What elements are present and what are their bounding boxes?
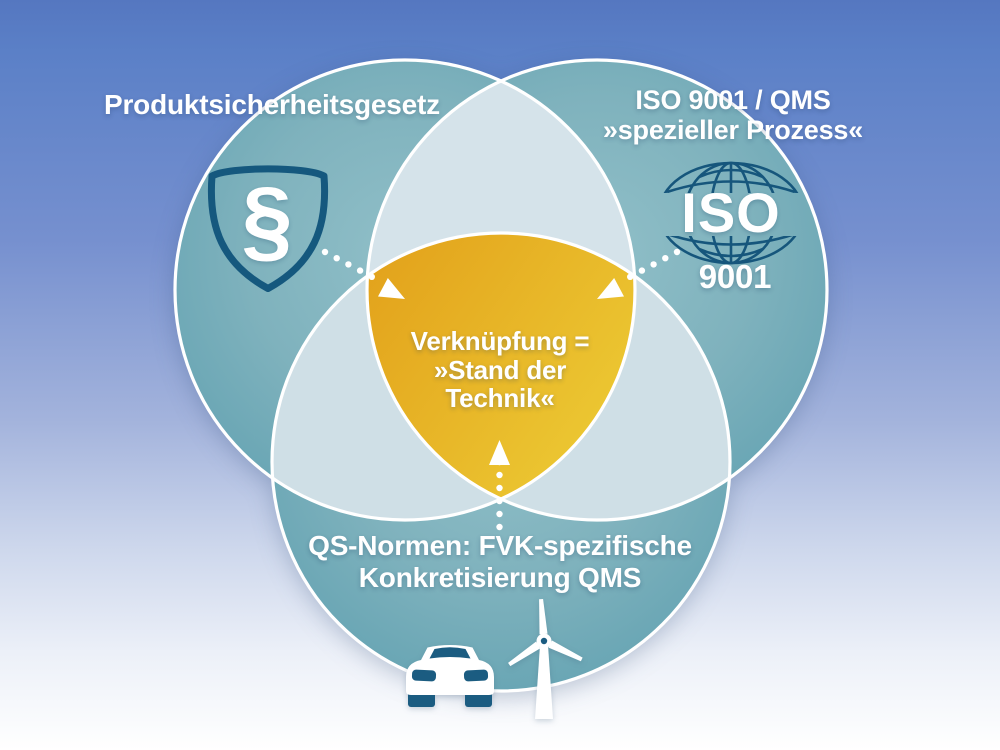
label-center-line3: Technik« (445, 383, 555, 413)
label-center-line2: »Stand der (433, 354, 567, 385)
circle-outlines (173, 58, 829, 693)
label-iso-qms: ISO 9001 / QMS »spezieller Prozess« (548, 85, 918, 145)
shield-icon (207, 165, 329, 292)
label-iso-qms-line2: »spezieller Prozess« (602, 115, 864, 145)
label-qs-norms-line2: Konkretisierung QMS (358, 562, 642, 593)
label-qs-norms-line1: QS-Normen: FVK-spezifische (308, 530, 692, 561)
iso-logo-text: ISO (681, 181, 781, 244)
label-product-safety-law: Produktsicherheitsgesetz (104, 89, 440, 120)
center-region (367, 233, 635, 520)
dotted-arrow-bottom (489, 440, 510, 531)
paragraph-symbol: § (241, 169, 293, 271)
mobility-icons (406, 598, 583, 719)
car-icon (406, 645, 494, 707)
iso-9001-globe-icon (657, 161, 805, 265)
dotted-arrow-right (597, 248, 681, 299)
label-iso-qms-line1: ISO 9001 / QMS (635, 85, 831, 115)
wind-turbine-icon (508, 598, 583, 719)
label-center-line1: Verknüpfung = (410, 326, 590, 356)
dotted-arrow-left (321, 248, 405, 299)
iso-logo-number: 9001 (698, 258, 772, 295)
label-center-state-of-the-art: Verknüpfung = »Stand der Technik« (355, 327, 645, 413)
label-qs-norms: QS-Normen: FVK-spezifische Konkretisieru… (285, 530, 715, 594)
